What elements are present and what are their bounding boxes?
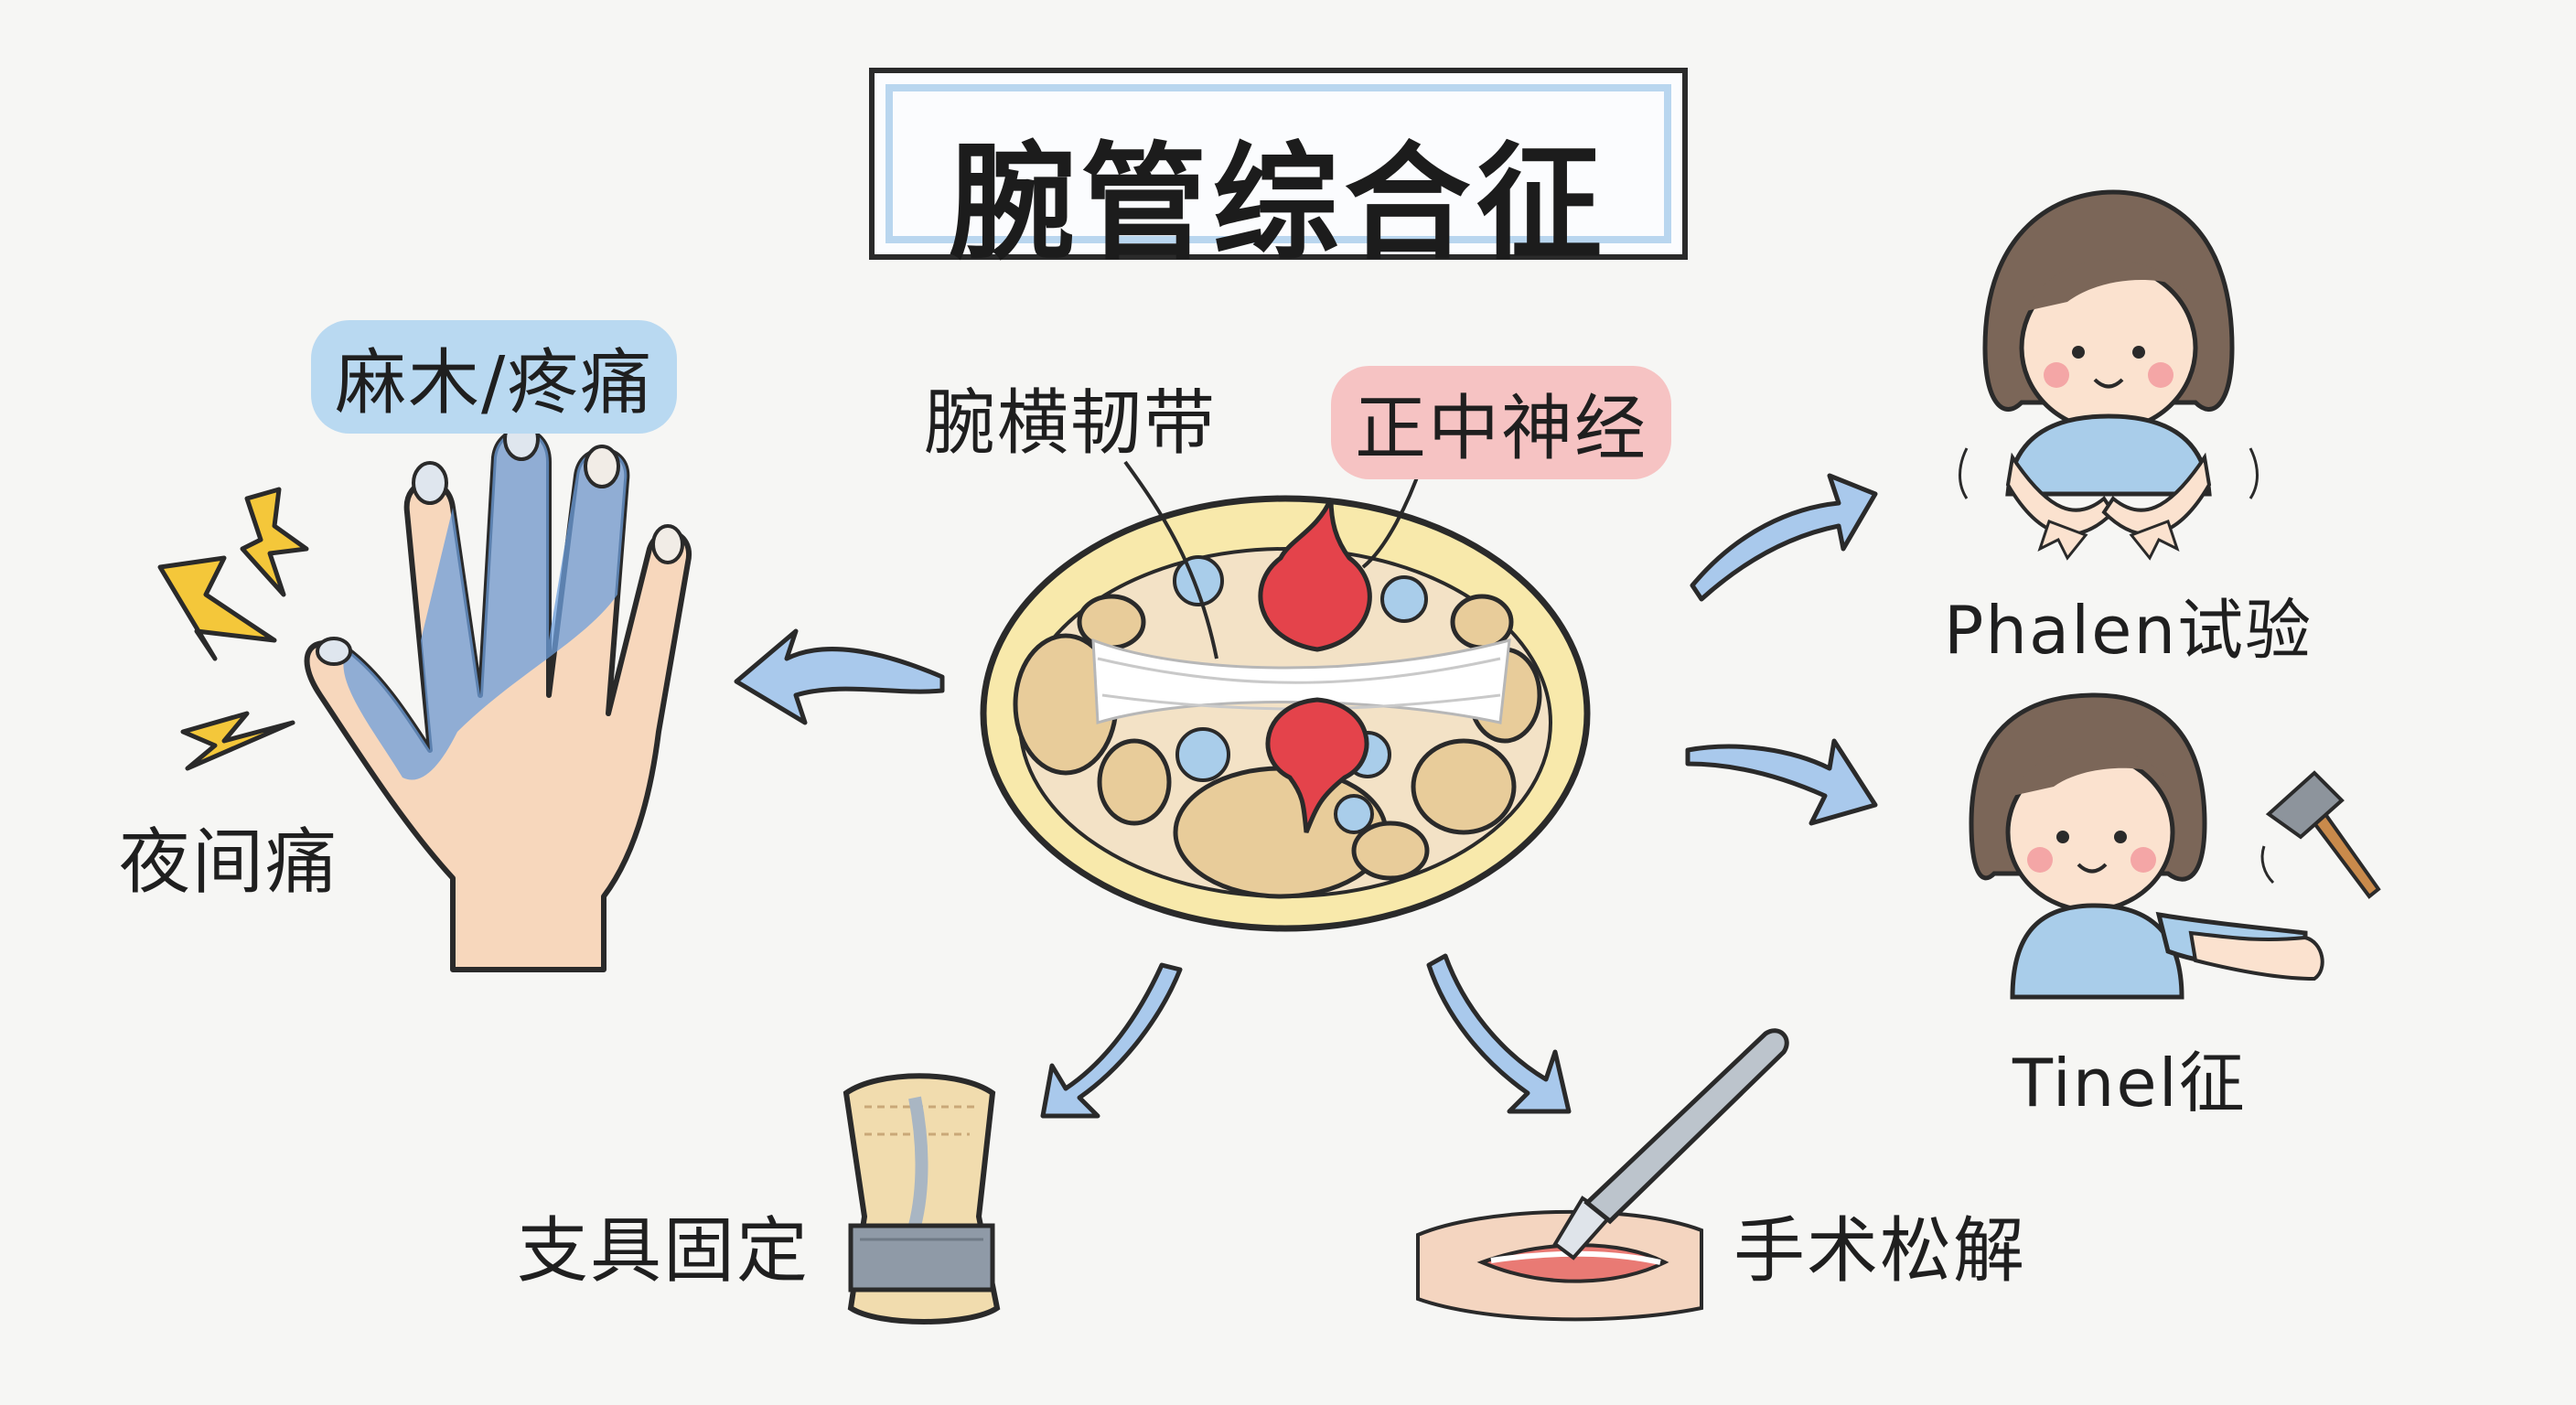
arrow-to-tinel [1685, 738, 1878, 826]
surgical-release-label: 手术松解 [1733, 1210, 2027, 1292]
wrist-brace-illustration [843, 1073, 1001, 1325]
phalen-test-label: Phalen试验 [1944, 592, 2313, 669]
tinel-child-illustration [1969, 692, 2381, 1000]
transverse-ligament-label: 腕横韧带 [924, 382, 1218, 465]
median-nerve-label: 正中神经 [1331, 366, 1672, 479]
phalen-child-illustration [1959, 189, 2259, 561]
arrows [734, 473, 1878, 1119]
arrow-to-surgery [1426, 953, 1572, 1114]
arrow-to-phalen [1690, 473, 1878, 602]
scalpel-illustration [1416, 1028, 1789, 1322]
brace-fixation-label: 支具固定 [517, 1210, 810, 1292]
tinel-sign-label: Tinel征 [2012, 1045, 2247, 1121]
symptom-night-pain-label: 夜间痛 [119, 821, 339, 904]
symptom-numbness-label: 麻木/疼痛 [311, 320, 678, 434]
carpal-tunnel-cross-section [980, 460, 1591, 932]
page-title: 腕管综合征 [949, 130, 1608, 277]
arrow-to-hand [734, 628, 945, 725]
arrow-to-brace [1040, 962, 1183, 1119]
title-inner-frame [886, 84, 1671, 243]
hand-illustration [304, 417, 692, 972]
lightning-icon [157, 487, 309, 771]
median-nerve-shape [1258, 497, 1372, 652]
reflex-hammer-icon [2260, 770, 2381, 899]
title-frame: 腕管综合征 [869, 68, 1688, 277]
